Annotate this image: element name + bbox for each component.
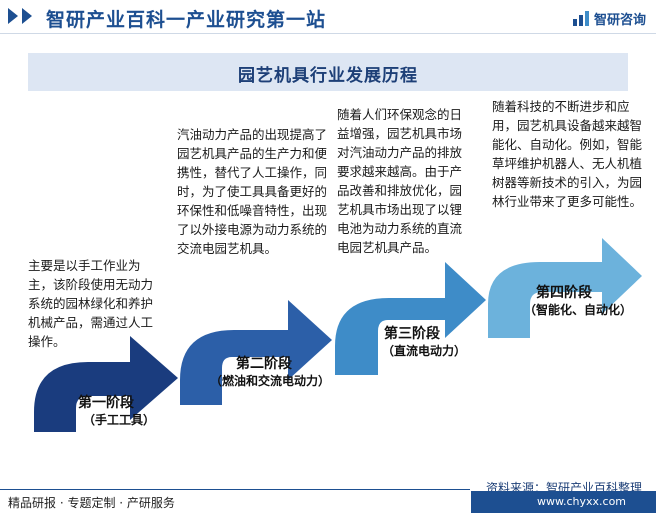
footer-url-box: www.chyxx.com <box>471 491 656 513</box>
header-title: 智研产业百科一产业研究第一站 <box>46 9 327 31</box>
footer-divider <box>0 489 470 490</box>
brand-logo: 智研咨询 <box>572 8 646 28</box>
stage-3-title: 第三阶段 <box>384 326 440 342</box>
stage-4-subtitle: （智能化、自动化） <box>524 303 633 317</box>
footer-bar: 精品研报 · 专题定制 · 产研服务 www.chyxx.com <box>0 489 656 513</box>
stage-4-title: 第四阶段 <box>536 285 592 301</box>
footer-url[interactable]: www.chyxx.com <box>537 495 627 508</box>
stage-3-subtitle: （直流电动力） <box>382 344 467 358</box>
stage-4-description: 随着科技的不断进步和应用，园艺机具设备越来越智能化、自动化。例如，智能草坪维护机… <box>492 99 643 209</box>
header-bar: 智研产业百科一产业研究第一站 智研咨询 <box>0 0 656 34</box>
header-divider <box>0 33 656 34</box>
stage-4-arrow <box>488 238 642 338</box>
stage-3-description: 随着人们环保观念的日益增强，园艺机具市场对汽油动力产品的排放要求越来越高。由于产… <box>337 107 463 255</box>
stage-1-title: 第一阶段 <box>78 395 134 411</box>
stage-1-description: 主要是以手工作业为主，该阶段使用无动力系统的园林绿化和养护机械产品，需通过人工操… <box>28 258 154 349</box>
stage-2-description: 汽油动力产品的出现提高了园艺机具产品的生产力和便携性，替代了人工操作，同时，为了… <box>177 127 328 256</box>
chevron-right-icon <box>8 8 18 24</box>
brand-mark-icon <box>572 11 589 26</box>
stage-2-arrow <box>180 300 332 405</box>
footer-services: 精品研报 · 专题定制 · 产研服务 <box>8 496 175 510</box>
stage-2-title: 第二阶段 <box>236 356 292 372</box>
stage-1-subtitle: （手工工具） <box>83 413 156 427</box>
diagram-title: 园艺机具行业发展历程 <box>238 66 418 86</box>
stage-2-subtitle: （燃油和交流电动力） <box>210 374 331 388</box>
diagram-title-banner: 园艺机具行业发展历程 <box>28 53 628 91</box>
stage-3-arrow <box>335 262 486 375</box>
chevron-right-icon <box>22 8 32 24</box>
brand-name: 智研咨询 <box>593 12 646 28</box>
stage-1-arrow <box>34 336 178 432</box>
